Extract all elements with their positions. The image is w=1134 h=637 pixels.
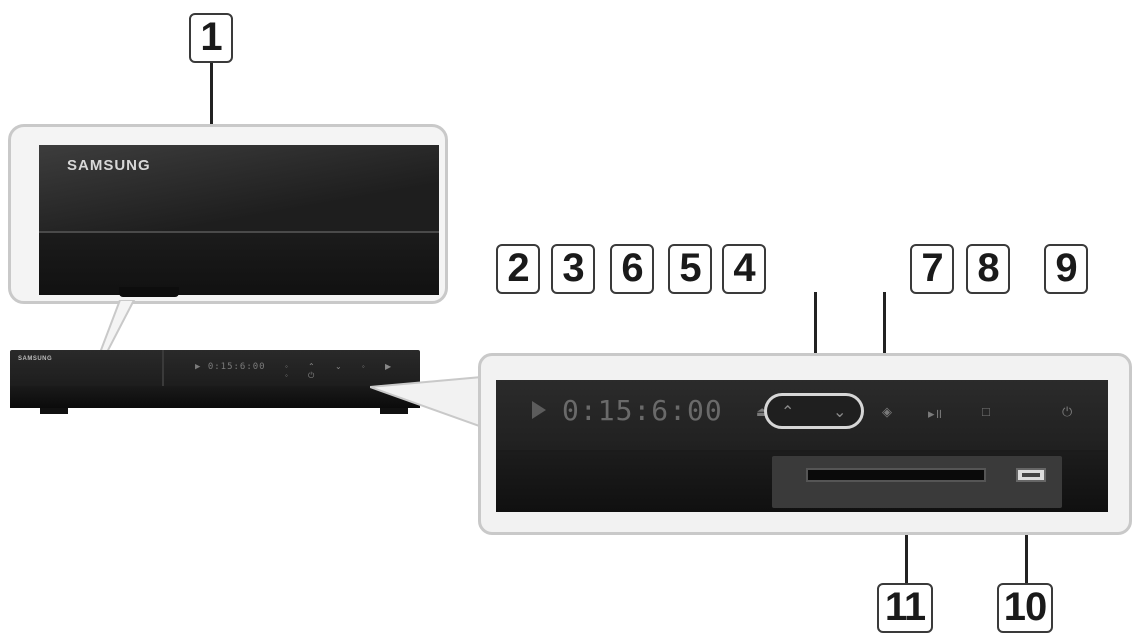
callout-8: 8 [966,244,1010,294]
power-icon[interactable]: ⏻ [1062,404,1073,419]
callout-11: 11 [877,583,933,633]
leader-line-up [814,292,817,384]
callout-4: 4 [722,244,766,294]
stop-icon[interactable]: □ [982,404,990,419]
brand-logo-small: SAMSUNG [18,356,53,362]
callout-5: 5 [668,244,712,294]
front-panel-zoom: SAMSUNG [8,124,448,304]
usb-port[interactable] [1016,468,1046,482]
play-pause-icon[interactable]: ▸॥ [928,406,943,421]
display-window: 0:15:6:00 [562,394,723,427]
player-lower-body [10,386,420,408]
control-panel: 0:15:6:00 ⏏ ⌃ ⌄ ◈ ▸॥ □ ⏻ [496,380,1108,512]
callout-1: 1 [189,13,233,63]
play-icon [532,401,546,419]
callout-3: 3 [551,244,595,294]
leader-line-down [883,292,886,384]
player-foot-left [40,408,68,414]
callout-2: 2 [496,244,540,294]
zoom-pointer-right [370,375,483,429]
display-small: ▶ 0:15:6:00 [195,362,266,372]
player-foot-right [380,408,408,414]
callout-6: 6 [610,244,654,294]
memory-card-slot[interactable] [806,468,986,482]
card-bay [772,456,1062,508]
enter-icon[interactable]: ◈ [882,404,892,419]
front-foot [119,287,179,297]
callout-10: 10 [997,583,1053,633]
callout-7: 7 [910,244,954,294]
button-row-small: ◦ ⌃ ⌄ ◦ ▶ ◦ ⏻ [285,362,401,380]
disc-tray-door: SAMSUNG [39,145,439,295]
panel-divider [162,350,164,386]
brand-logo: SAMSUNG [67,157,151,174]
front-lid [39,145,439,231]
control-panel-zoom: 0:15:6:00 ⏏ ⌃ ⌄ ◈ ▸॥ □ ⏻ [478,353,1132,535]
panel-seam [39,231,439,233]
callout-9: 9 [1044,244,1088,294]
chevron-up-icon[interactable]: ⌃ [781,404,795,421]
nav-buttons[interactable]: ⌃ ⌄ [764,393,864,429]
chevron-down-icon[interactable]: ⌄ [833,404,847,421]
player-overview: SAMSUNG ▶ 0:15:6:00 ◦ ⌃ ⌄ ◦ ▶ ◦ ⏻ [10,350,420,414]
